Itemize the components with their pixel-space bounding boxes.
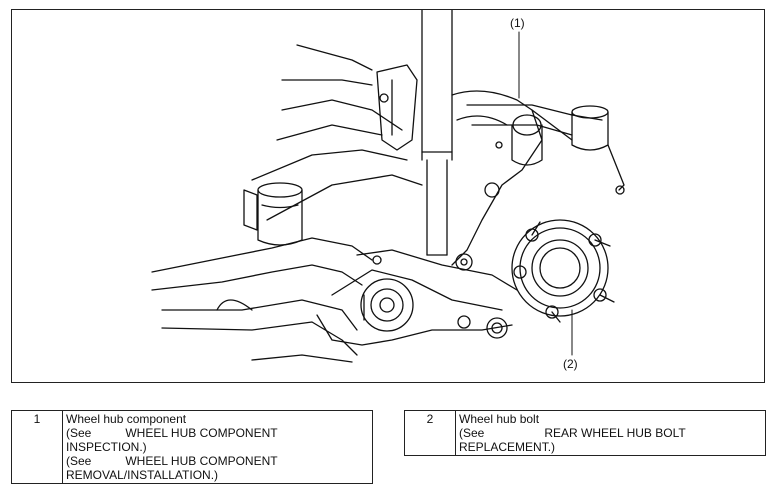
legend-reference-rest: REMOVAL/INSTALLATION.) bbox=[66, 468, 219, 482]
reference-prefix: (See bbox=[66, 426, 92, 440]
wheel-hub-line-drawing bbox=[151, 10, 625, 363]
legend-reference: (See REAR WHEEL HUB BOLT bbox=[459, 426, 762, 440]
legend-number: 2 bbox=[404, 410, 456, 456]
legend-reference-rest: REPLACEMENT.) bbox=[459, 440, 556, 454]
suspension-illustration: (1) (2) bbox=[11, 9, 765, 383]
callout-2: (2) bbox=[563, 357, 578, 371]
legend-reference: (See WHEEL HUB COMPONENT bbox=[66, 426, 369, 440]
legend-number: 1 bbox=[11, 410, 63, 484]
legend-reference: (See WHEEL HUB COMPONENT bbox=[66, 454, 369, 468]
legend-reference-rest: INSPECTION.) bbox=[66, 440, 147, 454]
legend-description: Wheel hub bolt (See REAR WHEEL HUB BOLT R… bbox=[455, 410, 766, 456]
reference-prefix: (See bbox=[459, 426, 485, 440]
legend-table-2: 2 Wheel hub bolt (See REAR WHEEL HUB BOLT… bbox=[404, 410, 766, 456]
legend-item-title: Wheel hub component bbox=[66, 412, 187, 426]
callout-1: (1) bbox=[510, 16, 525, 30]
reference-link[interactable]: WHEEL HUB COMPONENT bbox=[125, 454, 278, 468]
reference-prefix: (See bbox=[66, 454, 92, 468]
reference-link[interactable]: REAR WHEEL HUB BOLT bbox=[544, 426, 686, 440]
reference-link[interactable]: WHEEL HUB COMPONENT bbox=[125, 426, 278, 440]
legend-row: 2 Wheel hub bolt (See REAR WHEEL HUB BOLT… bbox=[404, 410, 766, 456]
legend-item-title: Wheel hub bolt bbox=[459, 412, 540, 426]
